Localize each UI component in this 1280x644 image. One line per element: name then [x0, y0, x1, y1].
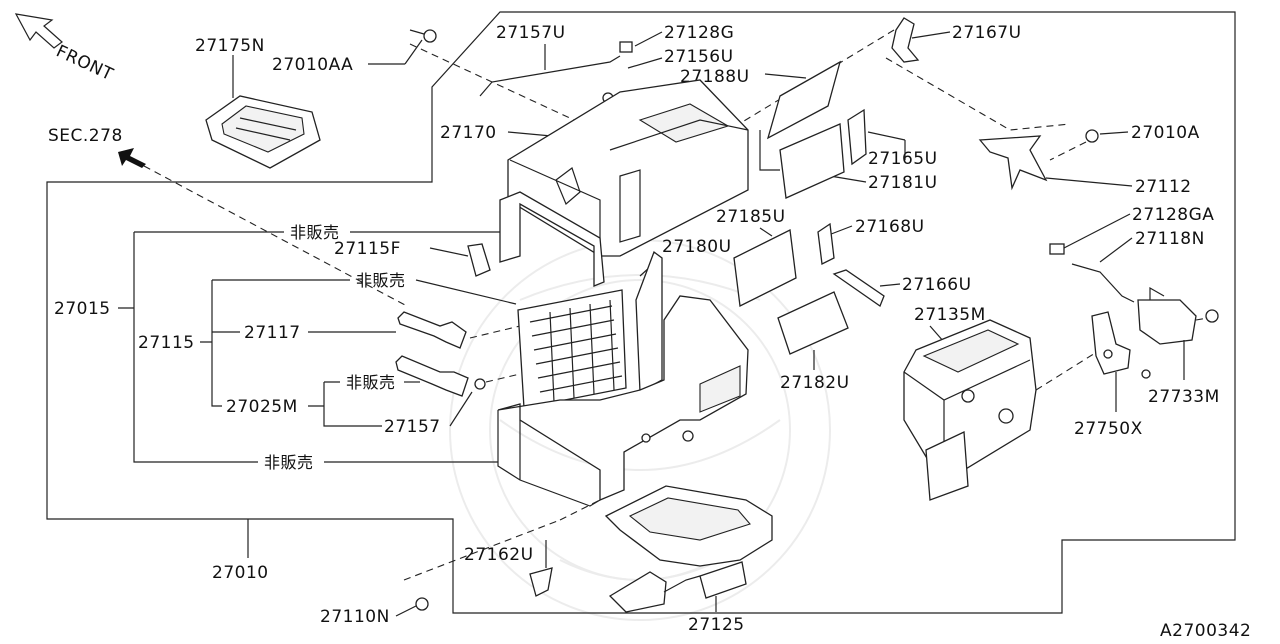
- label-27167U: 27167U: [952, 23, 1022, 43]
- label-27135M: 27135M: [914, 305, 986, 325]
- label-27118N: 27118N: [1135, 229, 1205, 249]
- front-arrow-icon: [14, 13, 63, 49]
- clip-icon: [1049, 243, 1065, 255]
- plate-27188U-shape: [766, 60, 842, 140]
- actuator-27733M-shape: [1137, 286, 1219, 345]
- label-27128GA: 27128GA: [1132, 205, 1214, 225]
- label-27025M: 27025M: [226, 397, 298, 417]
- section-arrow-icon: [118, 148, 406, 306]
- label-27750X: 27750X: [1074, 419, 1143, 439]
- label-27181U: 27181U: [868, 173, 938, 193]
- evaporator-core-shape: [517, 250, 663, 409]
- bracket-27112-shape: [978, 135, 1048, 191]
- bracket-27165U-shape: [847, 108, 867, 166]
- label-27015: 27015: [54, 299, 111, 319]
- label-27115F: 27115F: [334, 239, 401, 259]
- diagram-code: A2700342: [1160, 621, 1251, 639]
- label-27010: 27010: [212, 563, 269, 583]
- hose-27025M-shape: [395, 355, 521, 397]
- clip-icon: [619, 41, 633, 53]
- section-ref-label: SEC.278: [48, 126, 123, 146]
- link-27168U-shape: [817, 222, 835, 265]
- label-27156U: 27156U: [664, 47, 734, 67]
- not-for-sale-label: 非販売: [346, 373, 396, 392]
- not-for-sale-label: 非販売: [290, 223, 340, 242]
- label-27733M: 27733M: [1148, 387, 1220, 407]
- not-for-sale-label: 非販売: [356, 271, 406, 290]
- front-label: FRONT: [53, 41, 116, 85]
- label-27112: 27112: [1135, 177, 1192, 197]
- duct-27125-shape: [604, 485, 773, 613]
- hose-27117-shape: [397, 311, 521, 349]
- label-27010A: 27010A: [1131, 123, 1200, 143]
- label-27185U: 27185U: [716, 207, 786, 227]
- part-27175N-shape: [205, 95, 321, 169]
- screw-icon: [415, 597, 429, 611]
- label-27128G: 27128G: [664, 23, 734, 43]
- label-27170: 27170: [440, 123, 497, 143]
- label-27125: 27125: [688, 615, 745, 635]
- motor-27750X-shape: [1091, 311, 1151, 379]
- plate-27185U-shape: [733, 229, 797, 307]
- group-frame-27010: [46, 11, 1236, 614]
- not-for-sale-label: 非販売: [264, 453, 314, 472]
- upper-case-27170-shape: [499, 79, 749, 287]
- label-27115: 27115: [138, 333, 195, 353]
- filter-27181U-shape: [779, 123, 845, 199]
- filter-27182U-shape: [777, 291, 849, 355]
- screw-icon: [409, 29, 437, 43]
- label-27182U: 27182U: [780, 373, 850, 393]
- heater-unit-27135M-shape: [903, 319, 1101, 501]
- label-27010AA: 27010AA: [272, 55, 353, 75]
- label-27162U: 27162U: [464, 545, 534, 565]
- label-27175N: 27175N: [195, 36, 265, 56]
- lower-case-shape: [497, 295, 749, 507]
- label-27157U: 27157U: [496, 23, 566, 43]
- link-27166U-shape: [832, 269, 885, 308]
- label-27110N: 27110N: [320, 607, 390, 627]
- label-27168U: 27168U: [855, 217, 925, 237]
- label-27117: 27117: [244, 323, 301, 343]
- label-27166U: 27166U: [902, 275, 972, 295]
- clip-27115F-shape: [467, 243, 491, 277]
- label-27180U: 27180U: [662, 237, 732, 257]
- bracket-27162U-shape: [529, 567, 553, 597]
- label-27157: 27157: [384, 417, 441, 437]
- screw-icon: [1085, 129, 1099, 143]
- link-lever-shape: [891, 17, 920, 63]
- label-27165U: 27165U: [868, 149, 938, 169]
